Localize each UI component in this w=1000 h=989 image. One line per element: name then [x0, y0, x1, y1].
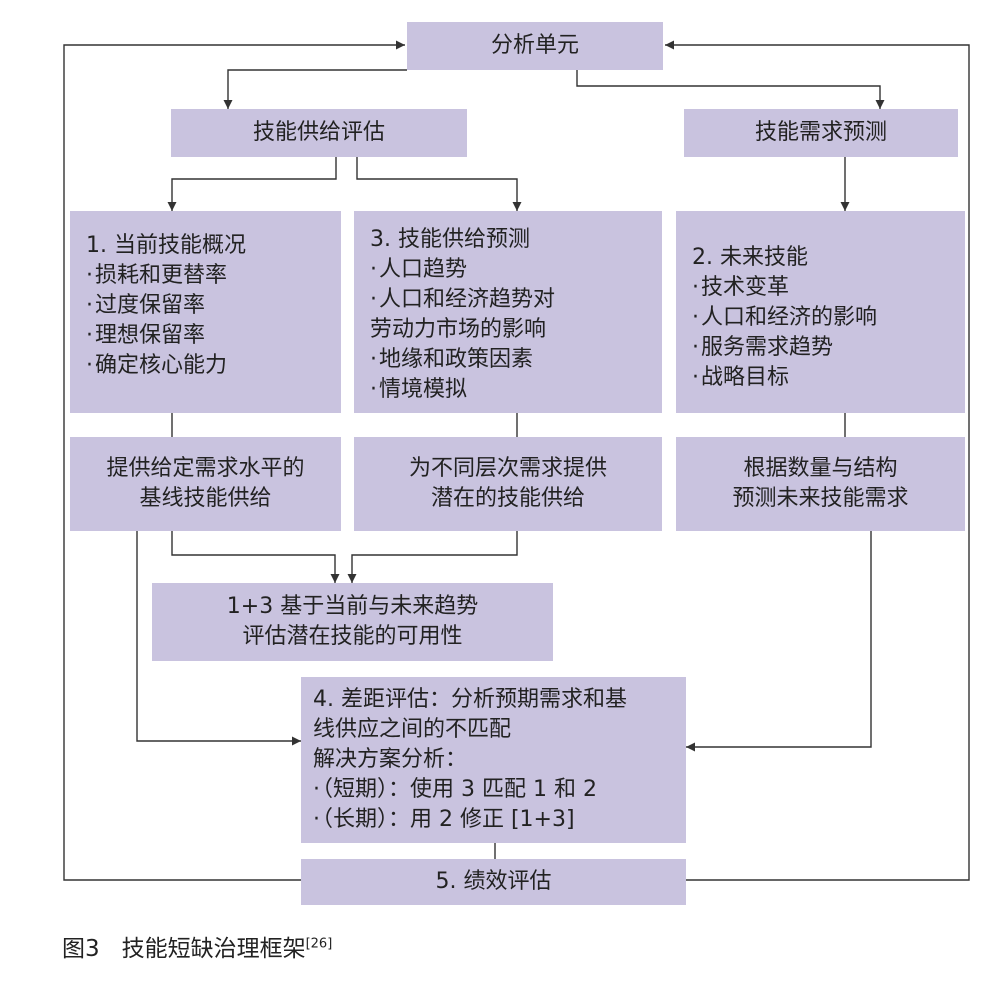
supply-forecast-item: 地缘和政策因素 — [370, 345, 646, 375]
current-skills-box: 1. 当前技能概况 损耗和更替率 过度保留率 理想保留率 确定核心能力 — [70, 211, 341, 413]
future-skills-item: 服务需求趋势 — [692, 333, 949, 363]
availability-line: 1+3 基于当前与未来趋势 — [226, 594, 479, 619]
arrow-baseline-to-gap — [136, 531, 301, 746]
arrow-supply-to-current — [167, 157, 337, 211]
figure-caption: 图3 技能短缺治理框架[26] — [62, 929, 332, 963]
arrow-potential-to-availability — [347, 531, 518, 583]
supply-forecast-item: 人口和经济趋势对 — [370, 285, 646, 315]
supply-forecast-item-continuation: 劳动力市场的影响 — [370, 317, 547, 342]
gap-assessment-line: 4. 差距评估：分析预期需求和基 — [313, 687, 627, 712]
figure-title: 技能短缺治理框架 — [121, 936, 306, 962]
arrow-demand-to-gap — [686, 531, 872, 752]
future-demand-box: 根据数量与结构 预测未来技能需求 — [676, 437, 965, 531]
potential-supply-line: 为不同层次需求提供 — [408, 456, 607, 481]
arrow-supply-to-forecast — [356, 157, 522, 211]
current-skills-item: 损耗和更替率 — [86, 261, 325, 291]
supply-forecast-item: 人口趋势 — [370, 255, 646, 285]
supply-assessment-label: 技能供给评估 — [252, 120, 385, 145]
availability-line: 评估潜在技能的可用性 — [242, 624, 463, 649]
gap-assessment-line: 解决方案分析： — [313, 747, 468, 772]
analysis-unit-box: 分析单元 — [407, 22, 663, 70]
analysis-unit-label: 分析单元 — [490, 33, 579, 58]
future-skills-item: 战略目标 — [692, 363, 949, 393]
future-demand-line: 预测未来技能需求 — [732, 486, 909, 511]
performance-evaluation-box: 5. 绩效评估 — [301, 859, 686, 905]
arrow-unit-to-demand — [576, 70, 885, 109]
supply-assessment-box: 技能供给评估 — [171, 109, 467, 157]
supply-forecast-item: 情境模拟 — [370, 375, 646, 405]
performance-evaluation-label: 5. 绩效评估 — [435, 869, 552, 894]
gap-assessment-box: 4. 差距评估：分析预期需求和基 线供应之间的不匹配 解决方案分析： （短期）：… — [301, 677, 686, 843]
current-skills-item: 确定核心能力 — [86, 351, 325, 381]
gap-solution-item: （长期）：用 2 修正 [1+3] — [313, 805, 670, 835]
potential-supply-line: 潜在的技能供给 — [430, 486, 585, 511]
future-demand-line: 根据数量与结构 — [743, 456, 898, 481]
future-skills-item: 人口和经济的影响 — [692, 303, 949, 333]
availability-box: 1+3 基于当前与未来趋势 评估潜在技能的可用性 — [152, 583, 553, 661]
current-skills-item: 过度保留率 — [86, 291, 325, 321]
arrow-feedback-right — [665, 40, 970, 881]
potential-supply-box: 为不同层次需求提供 潜在的技能供给 — [354, 437, 662, 531]
arrow-unit-to-supply — [223, 69, 407, 109]
baseline-supply-box: 提供给定需求水平的 基线技能供给 — [70, 437, 341, 531]
demand-forecast-label: 技能需求预测 — [754, 120, 887, 145]
current-skills-title: 1. 当前技能概况 — [86, 233, 246, 258]
gap-solution-item: （短期）：使用 3 匹配 1 和 2 — [313, 775, 670, 805]
arrow-feedback-left — [63, 40, 405, 881]
baseline-supply-line: 提供给定需求水平的 — [106, 456, 305, 481]
demand-forecast-box: 技能需求预测 — [684, 109, 958, 157]
current-skills-item: 理想保留率 — [86, 321, 325, 351]
future-skills-title: 2. 未来技能 — [692, 245, 808, 270]
gap-assessment-line: 线供应之间的不匹配 — [313, 717, 512, 742]
figure-reference: [26] — [305, 936, 333, 952]
supply-forecast-box: 3. 技能供给预测 人口趋势 人口和经济趋势对 劳动力市场的影响 地缘和政策因素… — [354, 211, 662, 413]
baseline-supply-line: 基线技能供给 — [139, 486, 272, 511]
future-skills-item: 技术变革 — [692, 273, 949, 303]
figure-number: 图3 — [62, 936, 100, 962]
future-skills-box: 2. 未来技能 技术变革 人口和经济的影响 服务需求趋势 战略目标 — [676, 211, 965, 413]
supply-forecast-title: 3. 技能供给预测 — [370, 227, 530, 252]
arrow-baseline-to-availability — [171, 531, 340, 583]
